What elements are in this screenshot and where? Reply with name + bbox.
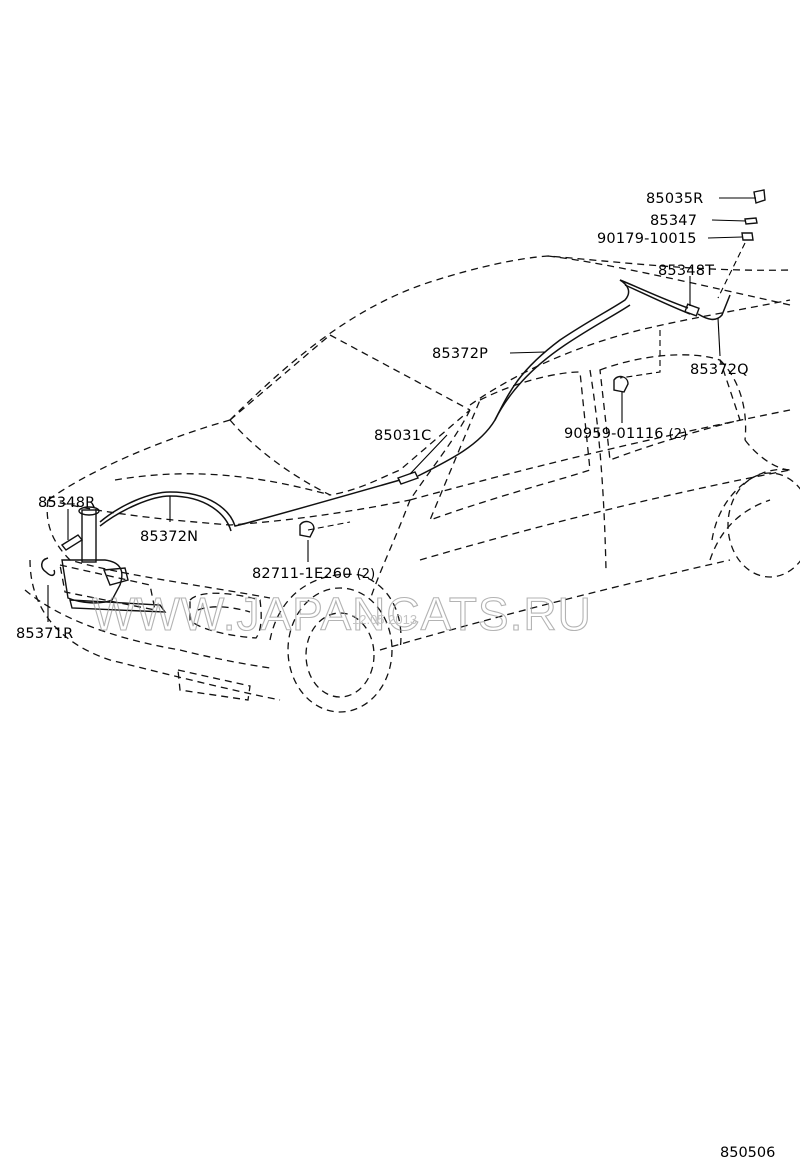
washer-motor [103, 567, 129, 586]
hose-roof-rear-outer [624, 284, 691, 315]
diagram-code: 850506 [720, 1145, 775, 1161]
label-85347: 85347 [650, 213, 697, 229]
hose-connector-85031c [397, 471, 419, 485]
clamp-90959-01116 [613, 375, 629, 393]
hose-joint-85348r [60, 534, 84, 551]
clamp-82711-1e260 [299, 520, 315, 538]
roof-side-line [469, 299, 791, 406]
washer-tank-cap [78, 506, 100, 516]
leader-85031c [409, 434, 448, 475]
grille [59, 564, 156, 611]
leader-nozzle-to-hose [717, 242, 746, 299]
rear-quarter [709, 439, 791, 561]
roof-outline [229, 255, 791, 421]
rear-wheel [727, 472, 800, 578]
leader-85347 [711, 219, 747, 222]
label-85348t: 85348T [658, 263, 714, 279]
label-90179-10015: 90179-10015 [597, 231, 697, 247]
nut-90179-10015 [741, 232, 754, 241]
washer-tank-bracket [69, 599, 167, 613]
nozzle-85035r [753, 189, 766, 204]
b-pillar [589, 369, 607, 571]
label-85348r: 85348R [38, 495, 95, 511]
label-85031c: 85031C [374, 428, 431, 444]
roof-rear-edge [547, 255, 791, 306]
leader-85372q [717, 317, 721, 357]
front-wheel-arch [269, 573, 402, 651]
c-pillar [719, 359, 747, 441]
label-85035r: 85035R [646, 191, 703, 207]
hose-85371r [41, 557, 56, 577]
hose-roof-rear [619, 279, 689, 309]
hose-85372n [99, 479, 401, 527]
rear-wheel-arch [711, 468, 791, 541]
hood-center-crease [114, 473, 331, 496]
leader-clamp-82711-dash [307, 521, 351, 531]
leader-clamp-to-hose [619, 330, 661, 379]
watermark: WWW.JAPANCATS.RU 12.05.2013 [91, 587, 592, 640]
bumper-lower [24, 589, 271, 669]
hose-85372p [417, 279, 630, 477]
hood-outline [46, 419, 271, 599]
belt-line [409, 409, 791, 501]
washer-hose-set [41, 279, 731, 577]
watermark-url: WWW.JAPANCATS.RU [92, 588, 592, 640]
part-labels: 85035R 85347 90179-10015 85348T 85372P 8… [16, 191, 749, 642]
washer-tank-filler-neck [81, 509, 97, 563]
leader-90179-10015 [707, 236, 743, 239]
rocker-line [379, 559, 731, 651]
front-door-window [428, 371, 591, 522]
fog-lamp [177, 669, 251, 701]
label-85372q: 85372Q [690, 362, 749, 378]
front-bumper [29, 559, 281, 701]
packing-85347 [744, 217, 758, 225]
leader-lines [47, 197, 756, 622]
label-90959-01116: 90959-01116 (2) [564, 426, 688, 442]
front-wheel [287, 587, 393, 713]
hose-85372p-outer [494, 304, 631, 421]
vehicle-outline [24, 255, 800, 713]
headlamp [189, 592, 262, 639]
hose-joint-85348t [684, 303, 700, 317]
small-parts [299, 189, 766, 538]
label-82711-1e260: 82711-1E260 (2) [252, 566, 375, 582]
hose-85372q [697, 294, 731, 321]
washer-tank [61, 506, 167, 613]
label-85372n: 85372N [140, 529, 198, 545]
front-wheel-hub [305, 612, 375, 698]
watermark-date: 12.05.2013 [352, 612, 417, 627]
label-85372p: 85372P [432, 346, 488, 362]
label-85371r: 85371R [16, 626, 73, 642]
headlamp-inner [197, 606, 251, 613]
body-side-crease [419, 469, 791, 561]
hood-front-edge [47, 499, 411, 526]
leader-85372p [509, 351, 546, 354]
